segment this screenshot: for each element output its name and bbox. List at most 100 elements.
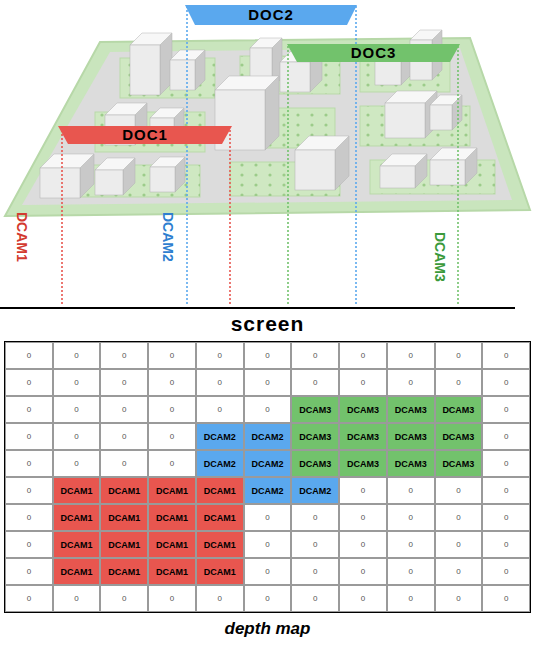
- depth-cell: 0: [53, 585, 101, 612]
- depth-cell: 0: [482, 558, 530, 585]
- trapezoid-fill: [185, 5, 357, 25]
- depth-cell: DCAM1: [196, 504, 244, 531]
- depth-cell: 0: [53, 369, 101, 396]
- doc-trapezoid: DOC2: [185, 5, 357, 25]
- depth-cell: 0: [53, 342, 101, 369]
- doc-trapezoid: DOC1: [58, 126, 232, 144]
- depth-cell: 0: [5, 369, 53, 396]
- depth-cell: 0: [196, 396, 244, 423]
- depth-cell: 0: [148, 342, 196, 369]
- depth-cell: 0: [244, 504, 292, 531]
- depth-cell: DCAM1: [148, 558, 196, 585]
- depth-cell: 0: [482, 396, 530, 423]
- building: [430, 95, 462, 130]
- camera-line: [457, 46, 459, 306]
- doc-label: DOC3: [287, 44, 460, 62]
- depth-cell: DCAM3: [291, 450, 339, 477]
- trapezoid-fill: [287, 44, 460, 62]
- depth-cell: 0: [291, 504, 339, 531]
- building: [295, 136, 349, 190]
- building: [150, 157, 185, 192]
- depth-cell: 0: [291, 585, 339, 612]
- camera-label: DCAM1: [14, 212, 30, 262]
- depth-cell: DCAM2: [244, 423, 292, 450]
- depth-cell: 0: [196, 585, 244, 612]
- depth-cell: 0: [100, 369, 148, 396]
- camera-line: [287, 46, 289, 306]
- depth-cell: 0: [148, 585, 196, 612]
- camera-line: [229, 130, 231, 306]
- depth-cell: 0: [244, 531, 292, 558]
- trapezoid-fill: [58, 126, 232, 144]
- depth-cell: 0: [482, 585, 530, 612]
- depth-cell: DCAM1: [53, 504, 101, 531]
- camera-line: [186, 6, 188, 306]
- depth-cell: 0: [5, 585, 53, 612]
- depth-cell: 0: [339, 585, 387, 612]
- depth-cell: 0: [244, 342, 292, 369]
- depth-map-caption: depth map: [0, 619, 535, 639]
- depth-cell: 0: [482, 342, 530, 369]
- depth-cell: 0: [291, 342, 339, 369]
- depth-cell: 0: [435, 531, 483, 558]
- depth-cell: DCAM1: [148, 477, 196, 504]
- depth-cell: 0: [339, 477, 387, 504]
- depth-cell: DCAM1: [53, 477, 101, 504]
- depth-cell: 0: [196, 369, 244, 396]
- screen-label: screen: [0, 312, 535, 336]
- depth-cell: 0: [435, 585, 483, 612]
- depth-cell: 0: [5, 504, 53, 531]
- depth-cell: DCAM1: [100, 531, 148, 558]
- doc-label: DOC2: [185, 5, 357, 25]
- depth-cell: DCAM2: [291, 477, 339, 504]
- depth-cell: 0: [244, 558, 292, 585]
- depth-cell: 0: [387, 369, 435, 396]
- depth-cell: DCAM2: [244, 450, 292, 477]
- building: [130, 33, 172, 95]
- depth-cell: 0: [291, 531, 339, 558]
- depth-cell: 0: [148, 369, 196, 396]
- depth-cell: 0: [339, 342, 387, 369]
- depth-cell: DCAM2: [196, 423, 244, 450]
- screen-line: [0, 307, 515, 309]
- depth-cell: DCAM3: [291, 423, 339, 450]
- depth-cell: DCAM1: [196, 531, 244, 558]
- depth-cell: 0: [100, 396, 148, 423]
- depth-cell: DCAM3: [435, 423, 483, 450]
- doc-trapezoid: DOC3: [287, 44, 460, 62]
- depth-cell: 0: [435, 558, 483, 585]
- depth-cell: 0: [482, 531, 530, 558]
- buildings: [40, 30, 477, 198]
- building: [385, 91, 437, 138]
- depth-cell: 0: [339, 504, 387, 531]
- depth-cell: DCAM1: [196, 558, 244, 585]
- building: [40, 154, 94, 198]
- depth-cell: 0: [339, 369, 387, 396]
- depth-cell: 0: [435, 504, 483, 531]
- city-platform: [5, 38, 530, 216]
- camera-line: [61, 130, 63, 306]
- depth-cell: DCAM1: [100, 477, 148, 504]
- depth-cell: 0: [387, 504, 435, 531]
- table-border: [5, 342, 530, 612]
- depth-cell: 0: [5, 342, 53, 369]
- depth-cell: DCAM3: [339, 423, 387, 450]
- depth-cell: 0: [435, 342, 483, 369]
- depth-cell: DCAM3: [387, 450, 435, 477]
- depth-cell: DCAM2: [196, 450, 244, 477]
- depth-cell: DCAM2: [244, 477, 292, 504]
- depth-cell: 0: [5, 450, 53, 477]
- depth-cell: 0: [387, 531, 435, 558]
- depth-cell: 0: [435, 369, 483, 396]
- depth-cell: DCAM1: [148, 531, 196, 558]
- depth-cell: DCAM1: [100, 504, 148, 531]
- depth-cell: 0: [291, 369, 339, 396]
- depth-cell: DCAM3: [339, 396, 387, 423]
- depth-cell: 0: [53, 450, 101, 477]
- depth-cell: 0: [387, 342, 435, 369]
- building: [95, 158, 135, 195]
- depth-cell: DCAM3: [387, 423, 435, 450]
- depth-cell: 0: [435, 477, 483, 504]
- doc-label: DOC1: [58, 126, 232, 144]
